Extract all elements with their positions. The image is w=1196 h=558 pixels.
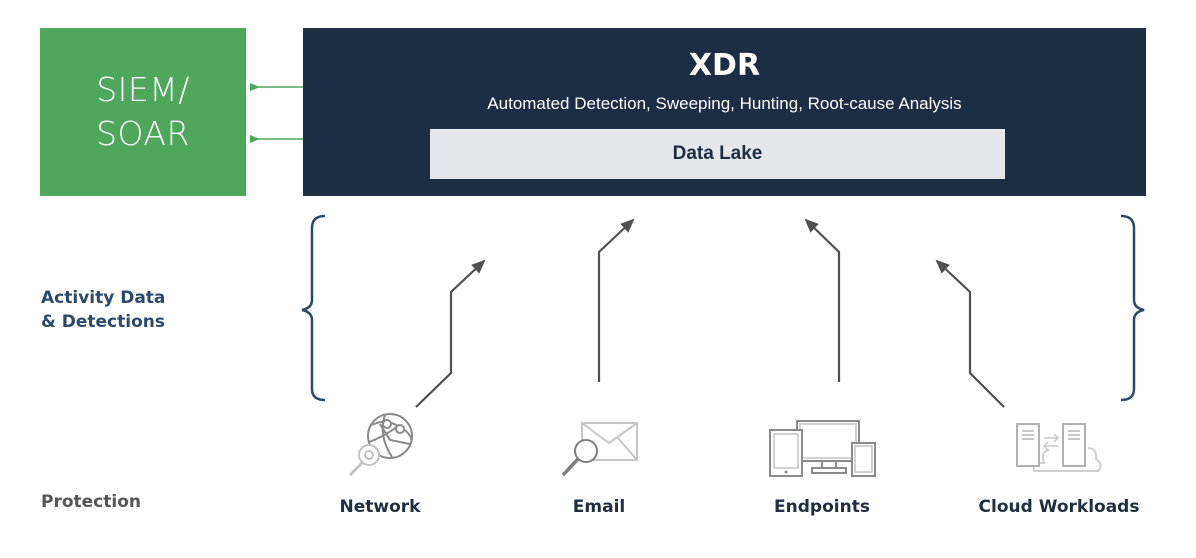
source-label-cloud-workloads: Cloud Workloads xyxy=(978,497,1140,517)
protection-label: Protection xyxy=(41,492,141,512)
activity-label-line2: & Detections xyxy=(41,312,165,332)
source-label-email: Email xyxy=(572,497,626,517)
right-brace xyxy=(1120,214,1145,402)
source-label-endpoints: Endpoints xyxy=(774,497,870,517)
globe-search-icon xyxy=(348,413,413,477)
data-lake-box: Data Lake xyxy=(430,129,1005,179)
xdr-subtitle: Automated Detection, Sweeping, Hunting, … xyxy=(487,94,962,113)
activity-data-label: Activity Data & Detections xyxy=(41,286,165,334)
siem-soar-box: SIEM/ SOAR xyxy=(40,28,246,196)
endpoints-flow-arrow xyxy=(804,218,841,382)
email-flow-arrow xyxy=(597,218,635,382)
xdr-box: XDR Automated Detection, Sweeping, Hunti… xyxy=(303,28,1146,196)
devices-icon xyxy=(769,420,876,477)
network-flow-arrow xyxy=(415,259,486,408)
email-search-icon xyxy=(561,422,638,477)
cloud-flow-arrow xyxy=(935,259,1005,408)
cloud-servers-icon xyxy=(1016,423,1102,472)
xdr-title: XDR xyxy=(688,48,761,83)
siem-label-line2: SOAR xyxy=(96,114,190,153)
source-label-network: Network xyxy=(339,497,421,517)
activity-label-line1: Activity Data xyxy=(41,288,166,308)
left-brace xyxy=(301,214,326,402)
siem-label-line1: SIEM/ xyxy=(96,70,190,109)
